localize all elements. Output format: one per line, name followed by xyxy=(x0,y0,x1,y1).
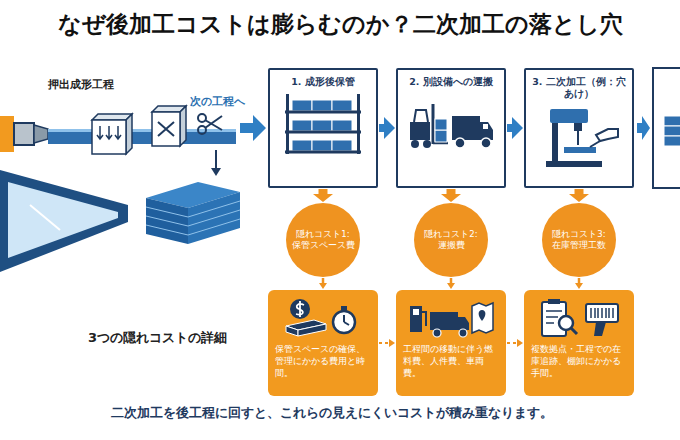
diagram-title: なぜ後加工コストは膨らむのか？二次加工の落とし穴 xyxy=(0,9,680,40)
connector xyxy=(507,342,517,344)
connector xyxy=(319,189,328,194)
circle-box: 隠れコスト2:運搬費 xyxy=(414,203,488,277)
scissors xyxy=(198,114,222,134)
extrusion-line-part xyxy=(0,116,14,152)
detail-box: 保管スペースの確保、管理にかかる費用と時間。 xyxy=(268,290,378,396)
drop-arrow xyxy=(211,150,221,176)
next-step-box-part xyxy=(664,116,680,126)
step-title: 1. 成形後保管 xyxy=(270,70,376,88)
extrusion-line-part xyxy=(48,129,236,132)
detail-box: 工程間の移動に伴う燃料費、人件費、車両費。 xyxy=(396,290,506,396)
profile-stack-part-part xyxy=(146,225,188,235)
next-step-box-part xyxy=(664,126,680,136)
detail-text: 複数拠点・工程での在庫追跡、棚卸にかかる手間。 xyxy=(531,343,627,379)
connector xyxy=(578,278,581,283)
extrusion-line-part xyxy=(48,132,236,144)
cooling-unit-part xyxy=(126,114,132,154)
connector xyxy=(379,124,384,132)
cooling-unit xyxy=(92,114,132,154)
section-label: 3つの隠れコストの詳細 xyxy=(88,329,227,347)
detail-text: 工程間の移動に伴う燃料費、人件費、車両費。 xyxy=(403,343,499,379)
cost-text: 保管スペース費 xyxy=(292,240,355,251)
flow-label: 次の工程へ xyxy=(190,94,245,109)
drop-arrow-part xyxy=(215,150,217,170)
connector xyxy=(507,124,512,132)
cost-text: 隠れコスト1: xyxy=(296,229,349,240)
cooling-unit-part xyxy=(97,126,121,139)
cutting-unit-part xyxy=(158,122,174,136)
cost-text: 運搬費 xyxy=(438,240,465,251)
connector xyxy=(379,342,389,344)
next-step-box-part xyxy=(664,136,680,146)
icon-shape xyxy=(546,109,618,167)
cooling-unit-part xyxy=(92,120,126,154)
step-title: 3. 二次加工（例：穴あけ） xyxy=(526,70,632,101)
cutting-unit-part xyxy=(152,112,180,146)
extrusion-line-part xyxy=(30,205,60,230)
extrusion-line xyxy=(0,106,240,272)
profile-stack-part-part xyxy=(188,219,240,235)
extrusion-line-part xyxy=(8,182,118,258)
icon-shape xyxy=(285,94,361,154)
profile-stack-part-part xyxy=(188,210,240,226)
icon xyxy=(278,92,368,156)
cooling-unit-part-part xyxy=(97,126,103,139)
detail-text: 保管スペースの確保、管理にかかる費用と時間。 xyxy=(275,343,371,379)
detail-box: 複数拠点・工程での在庫追跡、棚卸にかかる手間。 xyxy=(524,290,634,396)
icon xyxy=(406,92,496,156)
step-box: 1. 成形後保管 xyxy=(268,68,378,188)
diagram-caption: 二次加工を後工程に回すと、これらの見えにくいコストが積み重なります。 xyxy=(0,404,664,422)
icon xyxy=(278,296,368,340)
section-label: 押出成形工程 xyxy=(48,77,114,92)
cooling-unit-part-part xyxy=(115,126,121,139)
profile-stack-part xyxy=(188,192,240,244)
icon-shape xyxy=(410,303,493,337)
scissors-part xyxy=(205,116,222,128)
connector xyxy=(447,189,456,194)
icon-shape xyxy=(410,104,493,148)
step-box: 2. 別設備への運搬 xyxy=(396,68,506,188)
cost-text: 隠れコスト3: xyxy=(552,229,605,240)
cost-text: 隠れコスト2: xyxy=(424,229,477,240)
icon-shape xyxy=(286,299,355,336)
extrusion-line-part xyxy=(0,170,128,272)
circle-box: 隠れコスト1:保管スペース費 xyxy=(286,203,360,277)
cost-text: 在庫管理工数 xyxy=(552,240,606,251)
connector xyxy=(575,189,584,194)
connector xyxy=(450,278,453,283)
flow-arrow xyxy=(637,116,650,140)
cutting-unit-part xyxy=(180,106,186,146)
icon xyxy=(534,296,624,340)
circle-box: 隠れコスト3:在庫管理工数 xyxy=(542,203,616,277)
step-box: 3. 二次加工（例：穴あけ） xyxy=(524,68,634,188)
cooling-unit-part-part xyxy=(106,126,112,139)
step-title: 2. 別設備への運搬 xyxy=(398,70,504,88)
profile-stack-part-part xyxy=(188,201,240,217)
profile-stack-part-part xyxy=(146,216,188,226)
drop-arrow-part xyxy=(211,168,221,176)
profile-stack-part xyxy=(146,198,188,244)
extrusion-line-part xyxy=(34,125,48,143)
profile-stack-part xyxy=(146,201,240,235)
next-step-box xyxy=(653,68,680,188)
next-step-box-part xyxy=(653,68,680,188)
cutting-unit xyxy=(152,106,186,146)
flow-arrow xyxy=(240,115,266,141)
icon xyxy=(534,105,624,169)
connector xyxy=(322,278,325,283)
profile-stack-part-part xyxy=(146,207,188,217)
extrusion-line-part xyxy=(14,123,34,145)
icon xyxy=(406,296,496,340)
profile-stack xyxy=(146,182,240,244)
icon-shape xyxy=(542,299,618,336)
